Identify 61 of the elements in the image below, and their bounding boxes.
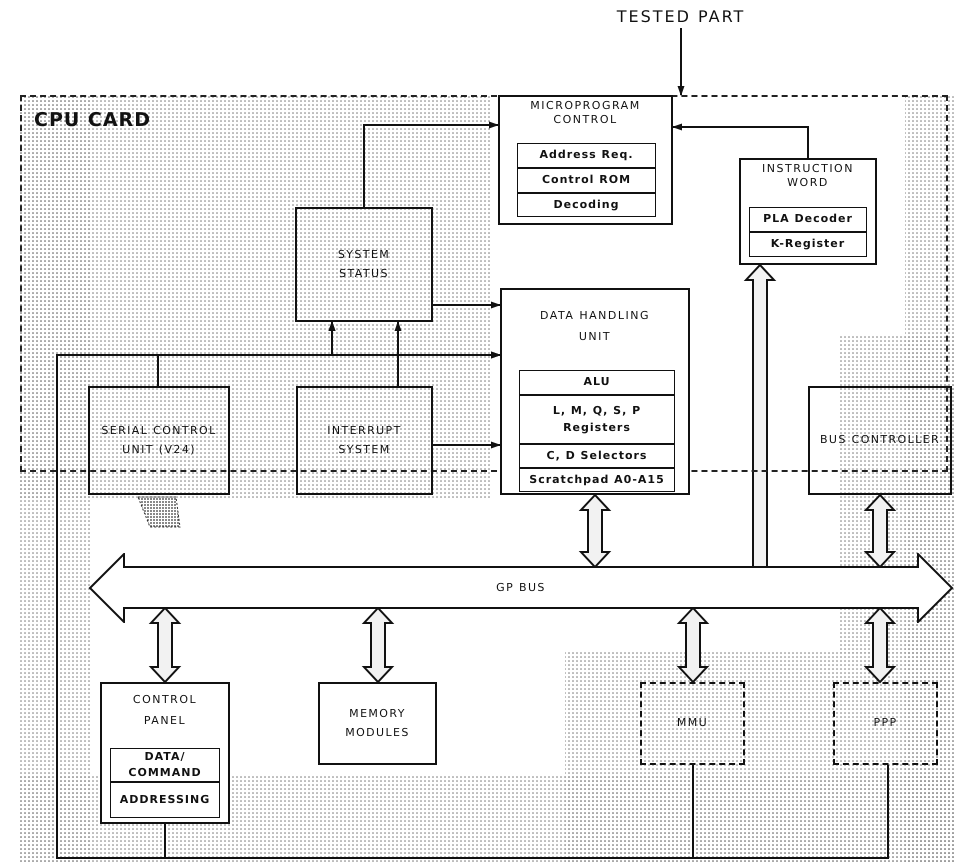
box-label: ALU (583, 374, 611, 390)
double-block-arrow (864, 606, 896, 684)
box-label: BUS CONTROLLER (820, 432, 940, 448)
block-box (100, 682, 230, 824)
box-label: Address Req. (539, 147, 634, 164)
double-block-arrow (362, 606, 394, 684)
register-row (519, 444, 675, 468)
arrow (433, 302, 501, 308)
box-label: C, D Selectors (546, 448, 648, 464)
box-label: ADDRESSING (120, 792, 210, 808)
dashed-block-box (833, 682, 938, 765)
annotation-text: TESTED PART (616, 6, 746, 26)
block-box (88, 386, 230, 495)
box-title: INSTRUCTION WORD (761, 162, 855, 191)
bus-label: GP BUS (496, 580, 546, 596)
register-row (517, 143, 656, 168)
register-row (519, 468, 675, 492)
arrow (433, 442, 501, 448)
box-title: DATA HANDLING UNIT (539, 308, 651, 345)
register-row (749, 232, 867, 257)
box-title: MICROPROGRAM CONTROL (529, 99, 642, 128)
register-row (110, 748, 220, 782)
block-box (808, 386, 952, 495)
block-box (739, 158, 877, 265)
arrow (394, 321, 402, 386)
double-block-arrow (578, 494, 612, 568)
register-row (519, 370, 675, 395)
box-label: K-Register (770, 236, 846, 252)
box-label: PPP (873, 715, 898, 732)
block-box (318, 682, 437, 765)
register-row (519, 395, 675, 444)
box-label: Decoding (553, 196, 620, 213)
box-label: SYSTEM STATUS (336, 246, 392, 282)
bus-arrow (88, 553, 954, 623)
arrow (363, 122, 499, 207)
arrow (672, 124, 809, 158)
box-label: Control ROM (542, 172, 632, 188)
dashed-block-box (640, 682, 745, 765)
register-row (110, 782, 220, 818)
register-row (749, 207, 867, 232)
double-block-arrow (864, 494, 896, 568)
box-label: SERIAL CONTROL UNIT (V24) (100, 422, 218, 458)
box-label: DATA/ COMMAND (127, 748, 203, 781)
block-box (500, 288, 690, 495)
register-row (517, 193, 656, 217)
box-label: PLA Decoder (763, 211, 853, 228)
block-box (295, 207, 433, 322)
box-title: CONTROL PANEL (132, 692, 198, 729)
arrow (678, 28, 684, 96)
block-box (296, 386, 433, 495)
double-block-arrow (676, 606, 710, 684)
double-block-arrow (148, 606, 182, 684)
box-label: L, M, Q, S, P Registers (552, 403, 642, 436)
card-title: CPU CARD (34, 109, 151, 131)
box-label: INTERRUPT SYSTEM (326, 422, 403, 458)
box-label: MEMORY MODULES (344, 706, 411, 740)
box-label: Scratchpad A0-A15 (529, 472, 665, 488)
block-box (498, 95, 673, 225)
block-arrow (744, 264, 776, 568)
register-row (517, 168, 656, 193)
box-label: MMU (676, 715, 708, 732)
